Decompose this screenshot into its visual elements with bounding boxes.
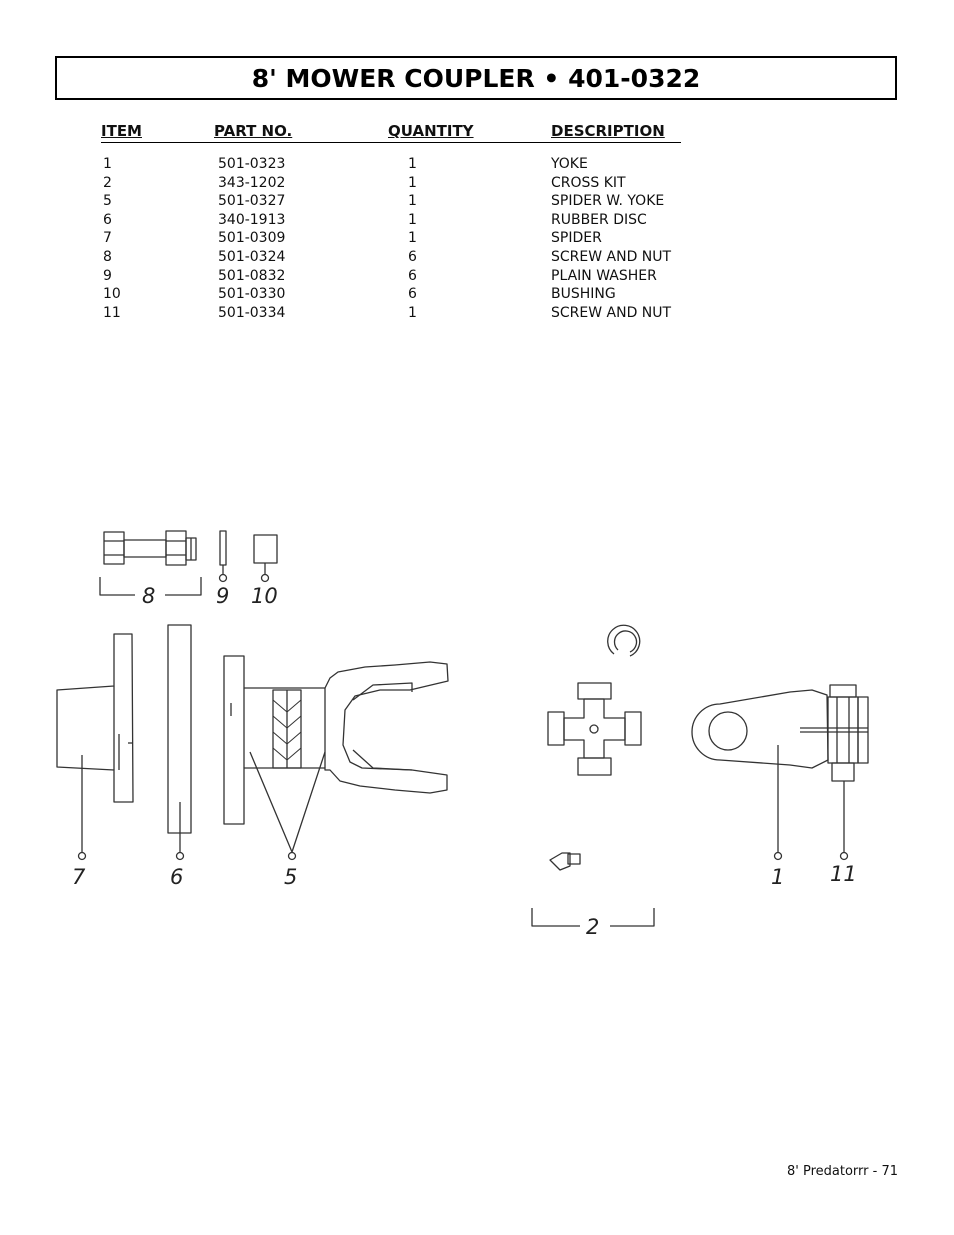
callout-bracket-8 [99, 577, 202, 596]
cell-quantity: 1 [408, 174, 417, 191]
callout-2: 2 [586, 915, 599, 939]
cell-description: YOKE [551, 156, 588, 172]
cell-item: 1 [103, 156, 112, 172]
cross-kit-drawing [547, 624, 642, 871]
spider-with-yoke-drawing [223, 655, 449, 825]
cell-item: 9 [103, 267, 112, 284]
cell-part-no: 343-1202 [218, 174, 286, 191]
cell-quantity: 6 [408, 286, 417, 303]
cell-description: SPIDER W. YOKE [551, 193, 665, 210]
header-description: DESCRIPTION [551, 122, 665, 140]
cell-quantity: 1 [408, 193, 417, 210]
screw-and-nut-drawing [103, 530, 197, 566]
cell-part-no: 501-0330 [218, 286, 286, 303]
cell-item: 7 [103, 230, 112, 247]
table-row: 8 501-0324 6 SCREW AND NUT [101, 249, 681, 268]
cell-quantity: 6 [408, 248, 417, 265]
cell-part-no: 501-0334 [218, 304, 286, 321]
table-row: 11 501-0334 1 SCREW AND NUT [101, 305, 681, 324]
cell-part-no: 501-0309 [218, 230, 286, 247]
vertical-screw-and-nut-drawing [827, 684, 869, 782]
spider-drawing [56, 633, 134, 803]
cell-item: 6 [103, 211, 112, 228]
title-box: 8' MOWER COUPLER • 401-0322 [55, 56, 897, 100]
header-part-no: PART NO. [214, 122, 293, 140]
cell-item: 10 [103, 286, 121, 303]
cell-description: RUBBER DISC [551, 211, 647, 228]
callout-11: 11 [830, 862, 857, 886]
cell-quantity: 1 [408, 156, 417, 172]
cell-quantity: 1 [408, 211, 417, 228]
cell-description: PLAIN WASHER [551, 267, 657, 284]
cell-part-no: 340-1913 [218, 211, 286, 228]
table-row: 2 343-1202 1 CROSS KIT [101, 175, 681, 194]
callout-5: 5 [284, 865, 297, 889]
cell-quantity: 6 [408, 267, 417, 284]
callout-bracket-2 [531, 908, 655, 927]
parts-table: ITEM PART NO. QUANTITY DESCRIPTION 1 501… [101, 122, 681, 321]
cell-description: SCREW AND NUT [551, 304, 672, 321]
callout-10: 10 [251, 584, 278, 608]
cell-description: SCREW AND NUT [551, 248, 672, 265]
page-footer: 8' Predatorrr - 71 [787, 1164, 898, 1179]
table-row: 5 501-0327 1 SPIDER W. YOKE [101, 193, 681, 212]
exploded-parts-diagram: 8 9 10 7 6 5 2 1 11 [56, 530, 869, 939]
page-title: 8' MOWER COUPLER • 401-0322 [251, 63, 701, 93]
table-header: ITEM PART NO. QUANTITY DESCRIPTION [101, 122, 681, 143]
cell-quantity: 1 [408, 230, 417, 247]
cell-item: 5 [103, 193, 112, 210]
table-rows: 1 501-0323 1 YOKE 2 343-1202 1 CROSS KIT… [101, 156, 681, 323]
bushing-drawing [253, 534, 278, 564]
cell-item: 8 [103, 248, 112, 265]
cell-description: CROSS KIT [551, 174, 626, 191]
callout-9: 9 [216, 584, 229, 608]
yoke-drawing [691, 689, 868, 769]
cell-part-no: 501-0327 [218, 193, 286, 210]
cell-quantity: 1 [408, 304, 417, 321]
rubber-disc-drawing [167, 624, 192, 834]
cell-part-no: 501-0832 [218, 267, 286, 284]
callout-1: 1 [771, 865, 784, 889]
cell-part-no: 501-0324 [218, 248, 286, 265]
table-row: 10 501-0330 6 BUSHING [101, 286, 681, 305]
callout-6: 6 [170, 865, 183, 889]
plain-washer-drawing [219, 530, 227, 566]
table-row: 1 501-0323 1 YOKE [101, 156, 681, 175]
table-row: 9 501-0832 6 PLAIN WASHER [101, 268, 681, 287]
cell-part-no: 501-0323 [218, 156, 286, 172]
cell-description: SPIDER [551, 230, 602, 247]
callout-8: 8 [142, 584, 155, 608]
callout-7: 7 [72, 865, 86, 889]
table-row: 6 340-1913 1 RUBBER DISC [101, 212, 681, 231]
cell-item: 2 [103, 174, 112, 191]
cell-item: 11 [103, 304, 121, 321]
header-quantity: QUANTITY [388, 122, 474, 140]
cell-description: BUSHING [551, 286, 616, 303]
header-item: ITEM [101, 122, 142, 140]
table-row: 7 501-0309 1 SPIDER [101, 230, 681, 249]
